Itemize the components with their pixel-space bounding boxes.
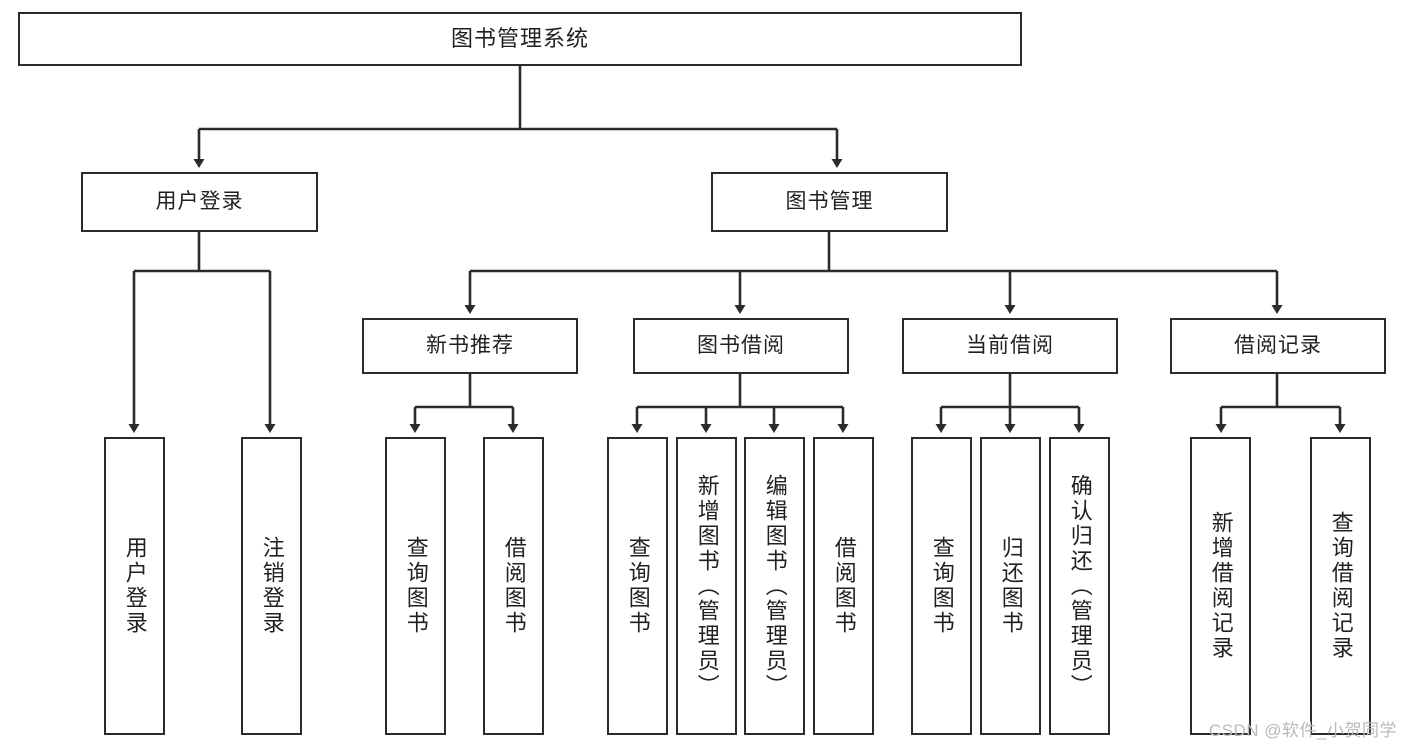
node-label: 借阅图书 — [831, 536, 857, 636]
node-label: 借阅图书 — [501, 536, 527, 636]
node-label: 新增借阅记录 — [1208, 511, 1234, 661]
leaf-borrow-book-recommend[interactable]: 借阅图书 — [483, 437, 544, 735]
leaf-query-book-recommend[interactable]: 查询图书 — [385, 437, 446, 735]
node-borrow-record[interactable]: 借阅记录 — [1170, 318, 1386, 374]
node-label: 用户登录 — [155, 190, 244, 214]
leaf-query-book-current[interactable]: 查询图书 — [911, 437, 972, 735]
leaf-query-book-borrow[interactable]: 查询图书 — [607, 437, 668, 735]
node-label: 用户登录 — [122, 536, 148, 636]
node-label: 借阅记录 — [1234, 334, 1322, 358]
watermark: CSDN @软件_小贺同学 — [1208, 721, 1397, 740]
node-label: 图书管理 — [785, 190, 874, 214]
leaf-logout[interactable]: 注销登录 — [241, 437, 302, 735]
node-label: 当前借阅 — [966, 334, 1054, 358]
leaf-query-borrow-record[interactable]: 查询借阅记录 — [1310, 437, 1371, 735]
leaf-edit-book-admin[interactable]: 编辑图书（管理员） — [744, 437, 805, 735]
node-user-login[interactable]: 用户登录 — [81, 172, 318, 232]
leaf-add-borrow-record[interactable]: 新增借阅记录 — [1190, 437, 1251, 735]
node-label: 归还图书 — [998, 536, 1024, 636]
leaf-return-book[interactable]: 归还图书 — [980, 437, 1041, 735]
leaf-confirm-return-admin[interactable]: 确认归还（管理员） — [1049, 437, 1110, 735]
node-label: 新书推荐 — [426, 334, 514, 358]
node-label: 新增图书（管理员） — [694, 473, 720, 699]
node-current-borrow[interactable]: 当前借阅 — [902, 318, 1118, 374]
node-label: 图书借阅 — [697, 334, 785, 358]
node-label: 查询图书 — [929, 536, 955, 636]
node-label: 查询图书 — [625, 536, 651, 636]
node-label: 查询借阅记录 — [1328, 511, 1354, 661]
node-root-system[interactable]: 图书管理系统 — [18, 12, 1022, 66]
leaf-borrow-book[interactable]: 借阅图书 — [813, 437, 874, 735]
node-label: 确认归还（管理员） — [1067, 473, 1093, 699]
node-new-book-recommend[interactable]: 新书推荐 — [362, 318, 578, 374]
node-label: 图书管理系统 — [450, 25, 589, 51]
node-book-management[interactable]: 图书管理 — [711, 172, 948, 232]
node-label: 注销登录 — [259, 536, 285, 636]
node-book-borrow[interactable]: 图书借阅 — [633, 318, 849, 374]
leaf-add-book-admin[interactable]: 新增图书（管理员） — [676, 437, 737, 735]
node-label: 查询图书 — [403, 536, 429, 636]
node-label: 编辑图书（管理员） — [762, 473, 788, 699]
leaf-user-login[interactable]: 用户登录 — [104, 437, 165, 735]
